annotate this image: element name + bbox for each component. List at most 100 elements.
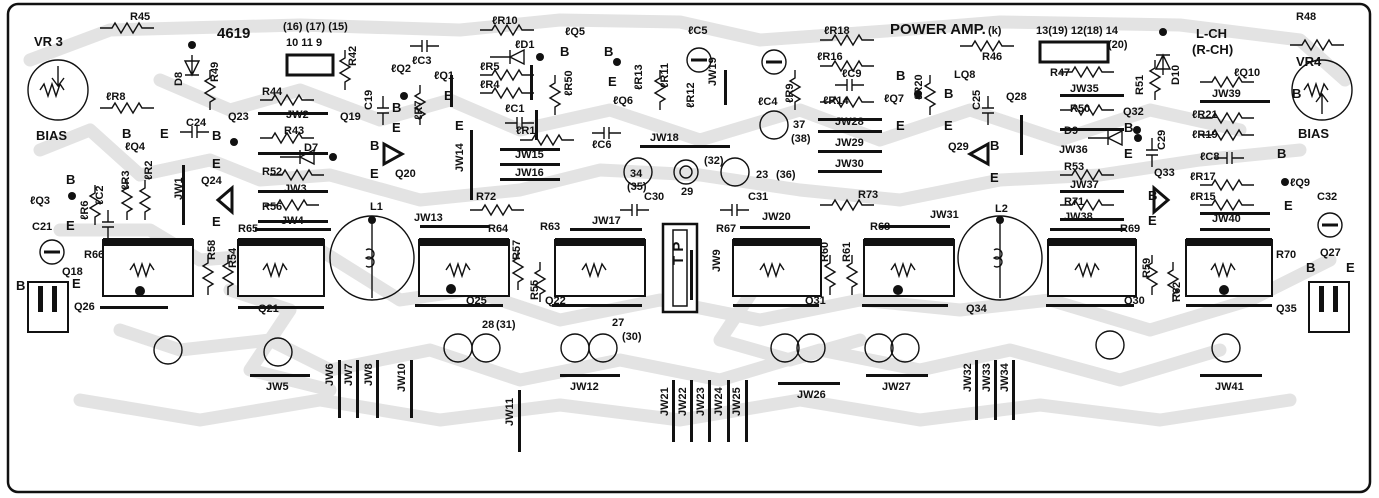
label-q10: ℓQ10 <box>1234 67 1260 79</box>
small-parts <box>68 28 1289 239</box>
connector-left <box>27 281 69 333</box>
label-jw24: JW24 <box>713 386 725 416</box>
q26-block <box>102 238 194 297</box>
term-b: B <box>896 68 905 83</box>
label-r53: R53 <box>1064 161 1084 173</box>
label-r67: R67 <box>716 223 736 235</box>
label-d7: D7 <box>304 142 318 154</box>
label-c30: C30 <box>644 191 664 203</box>
term-b: B <box>392 100 401 115</box>
pins-right-extra: (20) <box>1108 39 1128 51</box>
label-r16: ℓR16 <box>817 51 843 63</box>
channel-label: L-CH <box>1196 26 1227 41</box>
label-d8: D8 <box>173 72 185 86</box>
label-r47: R47 <box>1050 67 1070 79</box>
term-b: B <box>444 88 453 103</box>
label-r61: R61 <box>841 242 853 262</box>
pin-34: 34 <box>630 168 643 180</box>
label-q9: ℓQ9 <box>1290 177 1310 189</box>
pin-block-right <box>1038 40 1110 64</box>
label-jw4: JW4 <box>281 215 305 227</box>
label-r5: ℓR5 <box>480 61 499 73</box>
label-jw18: JW18 <box>650 132 679 144</box>
label-jw17: JW17 <box>592 215 621 227</box>
label-jw3: JW3 <box>284 183 307 195</box>
label-q21: Q21 <box>258 303 279 315</box>
resistors <box>88 21 1344 302</box>
q34-block <box>863 238 955 297</box>
label-jw12: JW12 <box>570 381 599 393</box>
label-r63: R63 <box>540 221 560 233</box>
label-r51: R51 <box>1134 75 1146 95</box>
term-e: E <box>212 156 221 171</box>
label-r43: R43 <box>284 125 304 137</box>
label-jw40: JW40 <box>1212 213 1241 225</box>
label-jw23: JW23 <box>695 387 707 416</box>
label-c31: C31 <box>748 191 768 203</box>
label-r48: R48 <box>1296 11 1316 23</box>
term-b: B <box>1292 86 1301 101</box>
q24-triangle <box>215 184 234 216</box>
q33-triangle <box>1152 184 1171 216</box>
vr4-potentiometer <box>1291 59 1353 121</box>
label-jw26: JW26 <box>797 389 826 401</box>
label-r65: R65 <box>238 223 258 235</box>
label-jw28: JW28 <box>835 116 864 128</box>
pin-block-left <box>285 53 335 77</box>
label-jw31: JW31 <box>930 209 959 221</box>
label-r2: ℓR2 <box>143 161 155 180</box>
label-r55: R55 <box>529 280 541 300</box>
label-l2: L2 <box>995 203 1008 215</box>
label-q1: ℓQ1 <box>434 70 454 82</box>
label-jw1: JW1 <box>173 177 185 200</box>
pin-37: 37 <box>793 119 805 131</box>
label-q34: Q34 <box>966 303 988 315</box>
label-jw37: JW37 <box>1070 179 1099 191</box>
label-r69: R69 <box>1120 223 1140 235</box>
label-r18: ℓR18 <box>824 25 850 37</box>
term-e: E <box>160 126 169 141</box>
pin-36: (36) <box>776 169 796 181</box>
label-jw36: JW36 <box>1059 144 1088 156</box>
label-jw2: JW2 <box>286 109 309 121</box>
label-r8: ℓR8 <box>106 91 125 103</box>
label-q2: ℓQ2 <box>391 63 411 75</box>
label-jw35: JW35 <box>1070 83 1099 95</box>
board-title-suffix: (k) <box>988 25 1002 37</box>
label-bias-right: BIAS <box>1298 126 1329 141</box>
q22-block <box>554 238 646 297</box>
label-c4: ℓC4 <box>758 96 778 108</box>
q35-block <box>1185 238 1273 297</box>
term-e: E <box>1124 146 1133 161</box>
label-r56: R56 <box>262 201 282 213</box>
label-d10: D10 <box>1170 65 1182 85</box>
power-transistor-blocks <box>102 238 1273 297</box>
term-b: B <box>944 86 953 101</box>
pin-32: (32) <box>704 155 724 167</box>
label-jw10: JW10 <box>396 363 408 392</box>
label-jw14: JW14 <box>454 142 466 172</box>
tp-label: T P <box>670 242 687 265</box>
label-l1: L1 <box>370 201 383 213</box>
q25-block <box>418 238 510 297</box>
label-r11: ℓR11 <box>659 63 671 88</box>
label-c9: ℓC9 <box>842 68 861 80</box>
label-c1: ℓC1 <box>505 103 524 115</box>
term-b: B <box>1124 120 1133 135</box>
label-c29: C29 <box>1156 130 1168 150</box>
electrolytic-caps <box>39 47 1343 265</box>
label-r19: ℓR19 <box>1192 129 1218 141</box>
label-r58: R58 <box>206 240 218 260</box>
pin-31: (31) <box>496 319 516 331</box>
label-r9: ℓR9 <box>784 84 796 103</box>
label-r21: ℓR21 <box>1192 109 1218 121</box>
term-b: B <box>1148 188 1157 203</box>
term-e: E <box>392 120 401 135</box>
term-e: E <box>896 118 905 133</box>
label-r14: ℓR14 <box>823 95 849 107</box>
connector-right <box>1308 281 1350 333</box>
label-jw25: JW25 <box>731 387 743 416</box>
label-r7: ℓR7 <box>413 101 425 120</box>
label-r73: R73 <box>858 189 878 201</box>
